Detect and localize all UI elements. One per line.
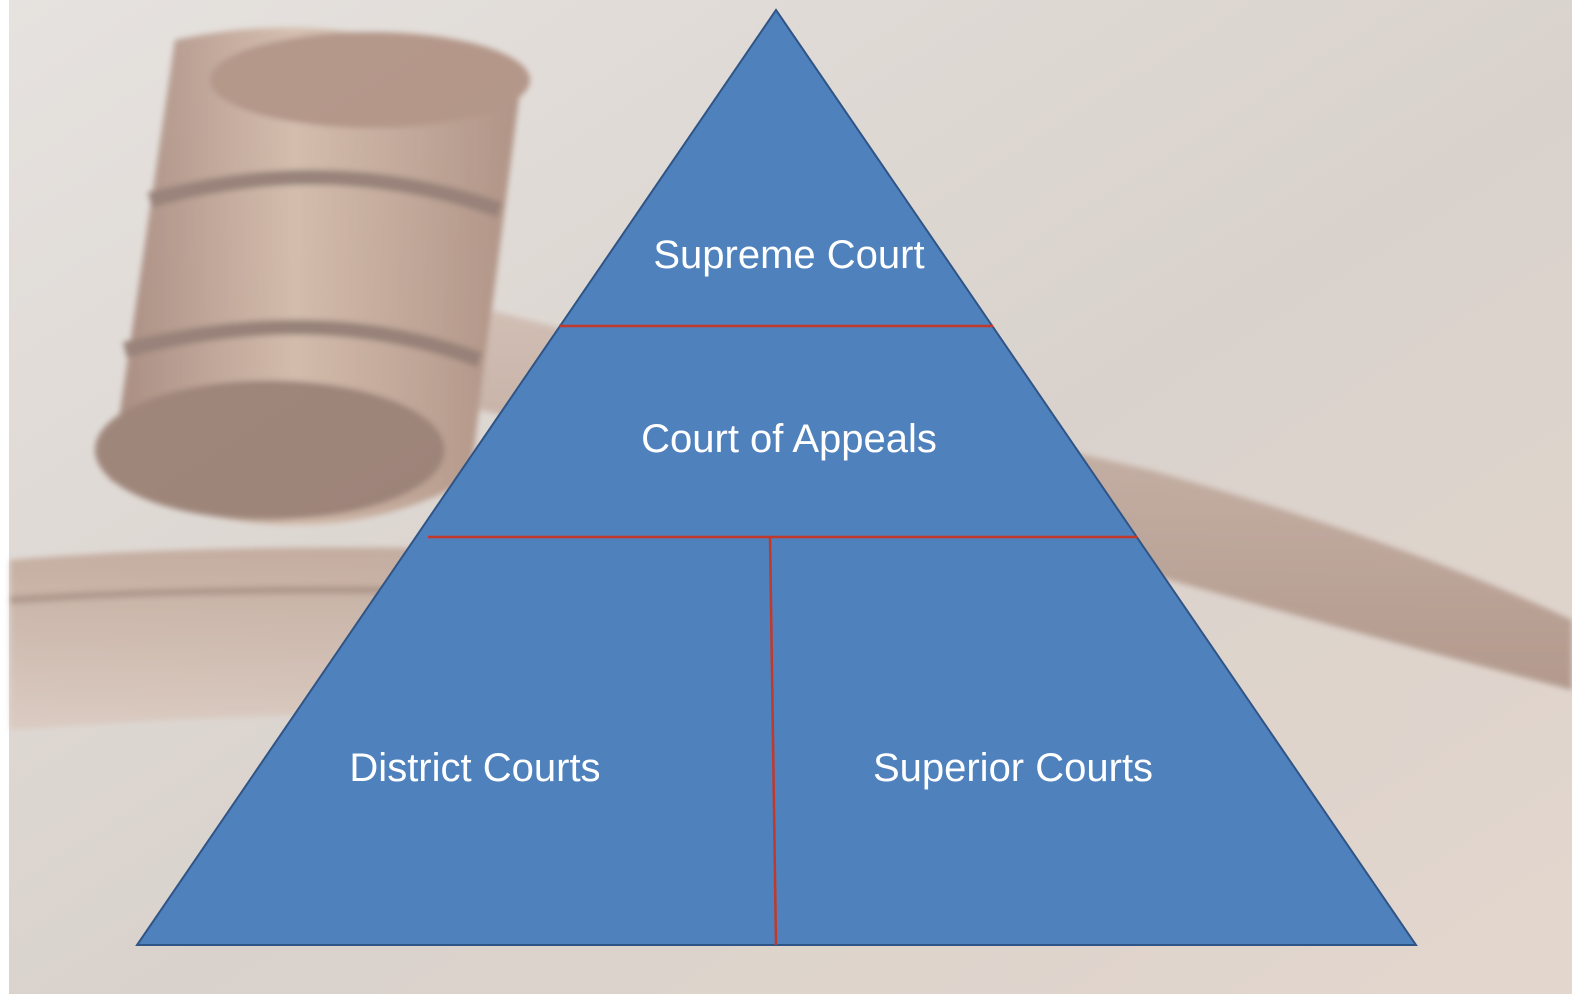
pyramid (135, 8, 1418, 946)
gavel-head-top (210, 32, 530, 128)
gavel-head-bottom (95, 380, 445, 520)
tier-divider-vertical (768, 536, 778, 946)
gavel-ring-2 (123, 319, 483, 368)
superior-courts-label: Superior Courts (873, 746, 1153, 790)
left-margin (0, 0, 9, 994)
gavel-ring-1 (147, 169, 503, 218)
supreme-court-label: Supreme Court (653, 233, 924, 277)
court-of-appeals-label: Court of Appeals (641, 417, 937, 461)
district-courts-label: District Courts (349, 746, 600, 790)
